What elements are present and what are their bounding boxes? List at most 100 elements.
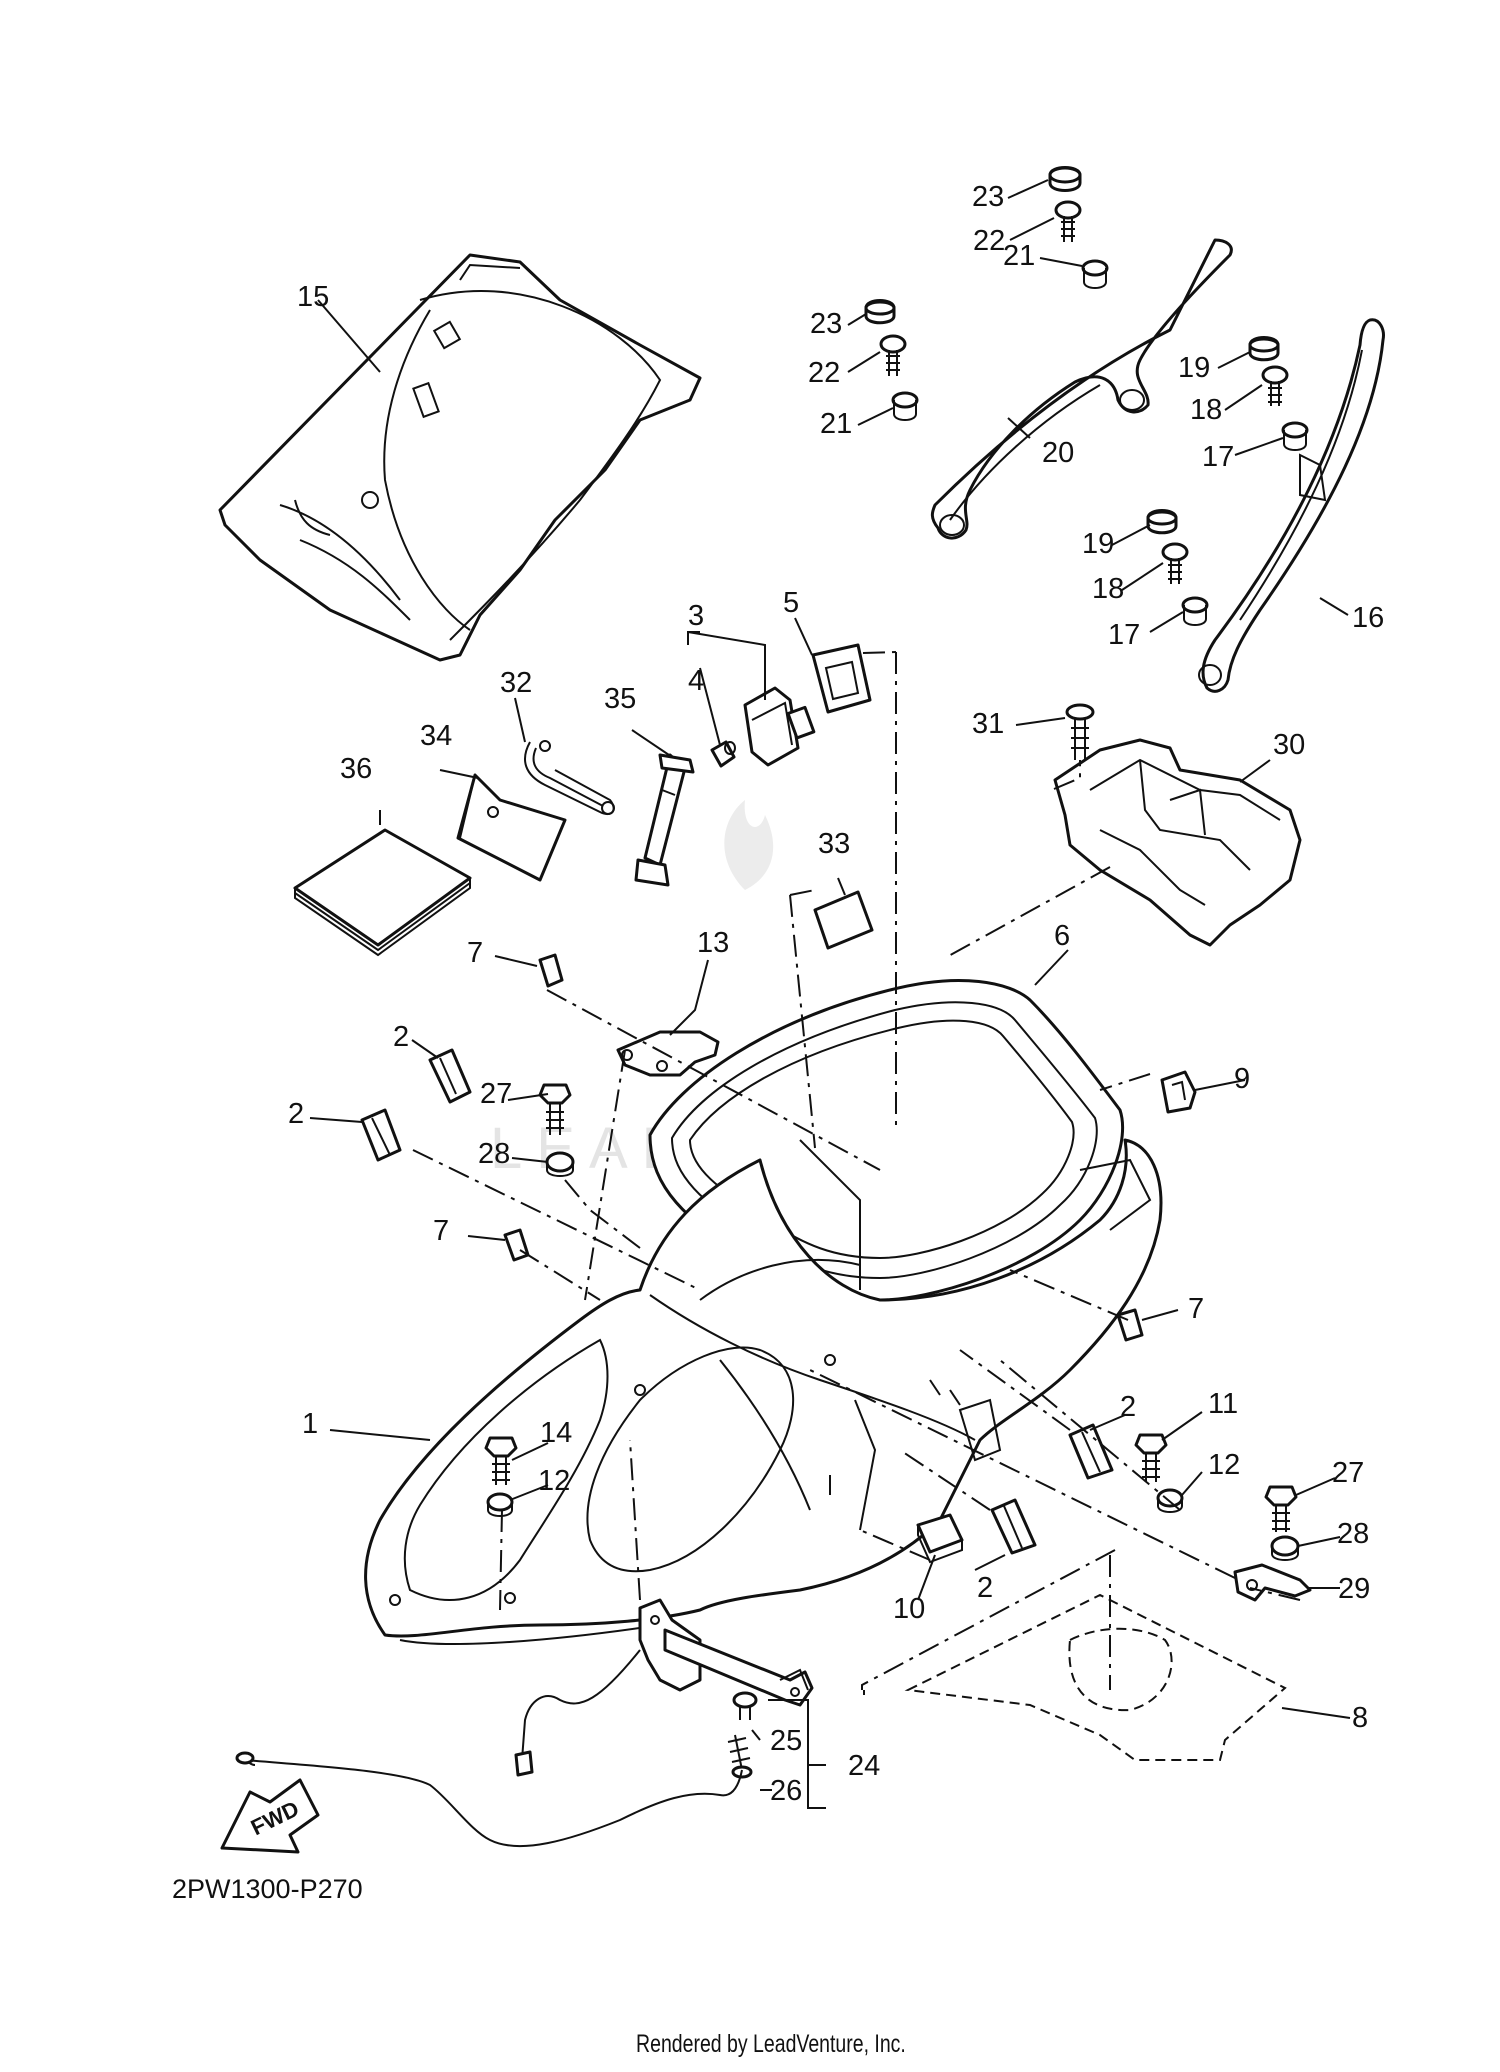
callout-23-lower: 23 — [810, 308, 842, 340]
callout-33: 33 — [818, 828, 850, 860]
callout-17-lower: 17 — [1108, 619, 1140, 651]
callout-7-mid: 7 — [433, 1215, 449, 1247]
part-2-pad-d[interactable] — [990, 1498, 1037, 1555]
part-19-cap-upper[interactable] — [1248, 336, 1280, 362]
part-33-label[interactable] — [813, 890, 874, 950]
callout-32: 32 — [500, 667, 532, 699]
part-15-inner-panel[interactable] — [218, 253, 702, 662]
callout-16: 16 — [1352, 602, 1384, 634]
callout-26: 26 — [770, 1775, 802, 1807]
callout-36: 36 — [340, 753, 372, 785]
part-26-spring-pin[interactable] — [727, 1734, 753, 1779]
callout-11: 11 — [1208, 1388, 1238, 1420]
callout-12-left: 12 — [538, 1465, 570, 1497]
part-7-clip-c[interactable] — [1116, 1308, 1144, 1342]
part-23-cap-upper[interactable] — [1048, 166, 1082, 192]
part-3-switch[interactable] — [743, 686, 816, 767]
part-16-side-rail[interactable] — [1198, 318, 1385, 693]
part-12-washer-left[interactable] — [486, 1492, 514, 1517]
part-27-bolt-right[interactable] — [1264, 1485, 1298, 1532]
part-4-pin[interactable] — [710, 740, 736, 768]
part-36-owners-manual[interactable] — [293, 828, 472, 957]
callout-18-upper: 18 — [1190, 394, 1222, 426]
part-18-screw-upper[interactable] — [1261, 365, 1289, 406]
callout-4: 4 — [688, 665, 704, 697]
part-30-storage-tray[interactable] — [1053, 738, 1302, 947]
part-10-block[interactable] — [916, 1513, 964, 1564]
part-29-bracket[interactable] — [1233, 1563, 1312, 1602]
callout-14: 14 — [540, 1417, 572, 1449]
part-21-collar-upper[interactable] — [1081, 259, 1109, 289]
part-1-hull-body[interactable] — [364, 1138, 1163, 1646]
part-7-clip-a[interactable] — [538, 953, 564, 988]
callout-34: 34 — [420, 720, 452, 752]
callout-8: 8 — [1352, 1702, 1368, 1734]
callout-2-left: 2 — [288, 1098, 304, 1130]
callout-12-right: 12 — [1208, 1449, 1240, 1481]
callout-19-upper: 19 — [1178, 352, 1210, 384]
part-25-bolt[interactable] — [732, 1691, 758, 1720]
rendered-by-credit: Rendered by LeadVenture, Inc. — [636, 2030, 906, 2058]
part-28-washer-right[interactable] — [1270, 1535, 1300, 1561]
part-32-lanyard-cord[interactable] — [524, 740, 615, 816]
callout-22-lower: 22 — [808, 357, 840, 389]
part-2-pad-c[interactable] — [1068, 1423, 1114, 1480]
part-31-bolt[interactable] — [1065, 703, 1095, 760]
callout-6: 6 — [1054, 920, 1070, 952]
latch-cable[interactable] — [235, 1649, 743, 1848]
part-22-screw-upper[interactable] — [1054, 200, 1082, 242]
part-2-pad-a[interactable] — [428, 1048, 472, 1104]
part-11-bolt[interactable] — [1134, 1433, 1168, 1482]
callout-15: 15 — [297, 281, 329, 313]
callout-7-right: 7 — [1188, 1293, 1204, 1325]
part-9-clip[interactable] — [1160, 1070, 1197, 1114]
part-7-clip-b[interactable] — [503, 1228, 530, 1262]
callout-17-upper: 17 — [1202, 441, 1234, 473]
diagram-code: 2PW1300-P270 — [172, 1874, 363, 1904]
assembly-lines — [412, 651, 1301, 1695]
part-17-collar-upper[interactable] — [1281, 421, 1309, 451]
part-35-strap[interactable] — [634, 753, 695, 887]
callout-31: 31 — [972, 708, 1004, 740]
callout-35: 35 — [604, 683, 636, 715]
callout-21-upper: 21 — [1003, 240, 1035, 272]
callout-27-left: 27 — [480, 1078, 512, 1110]
leader-lines — [309, 179, 1351, 1809]
callout-30: 30 — [1273, 729, 1305, 761]
callout-25: 25 — [770, 1725, 802, 1757]
callout-28-right: 28 — [1337, 1518, 1369, 1550]
part-23-cap-lower[interactable] — [864, 299, 896, 325]
part-8-mat[interactable] — [904, 1593, 1287, 1761]
callout-29: 29 — [1338, 1573, 1370, 1605]
callout-2-bottom: 2 — [977, 1572, 993, 1604]
fwd-direction-arrow: FWD — [220, 1778, 320, 1854]
part-19-cap-lower[interactable] — [1146, 509, 1178, 535]
part-18-screw-lower[interactable] — [1161, 542, 1189, 584]
callout-1: 1 — [302, 1408, 318, 1440]
part-13-cover-plate[interactable] — [616, 1030, 720, 1077]
part-20-grab-rail[interactable] — [930, 238, 1233, 540]
part-22-screw-lower[interactable] — [879, 334, 907, 376]
part-14-bolt[interactable] — [484, 1436, 518, 1485]
part-2-pad-b[interactable] — [360, 1108, 402, 1162]
part-12-washer-right[interactable] — [1156, 1488, 1184, 1513]
callout-21-lower: 21 — [820, 408, 852, 440]
callout-2-top: 2 — [393, 1021, 409, 1053]
callout-5: 5 — [783, 587, 799, 619]
callout-2-right: 2 — [1120, 1391, 1136, 1423]
callout-labels: 15 23 22 21 23 22 21 20 19 18 17 19 18 1… — [288, 181, 1384, 1807]
callout-28-left: 28 — [478, 1138, 510, 1170]
callout-13: 13 — [697, 927, 729, 959]
callout-22-upper: 22 — [973, 225, 1005, 257]
part-17-collar-lower[interactable] — [1181, 596, 1209, 626]
callout-10: 10 — [893, 1593, 925, 1625]
callout-9: 9 — [1234, 1063, 1250, 1095]
callout-18-lower: 18 — [1092, 573, 1124, 605]
callout-23-upper: 23 — [972, 181, 1004, 213]
part-21-collar-lower[interactable] — [891, 391, 919, 421]
part-34-card[interactable] — [456, 773, 567, 882]
part-24-latch-assembly[interactable] — [638, 1598, 814, 1707]
part-5-grommet[interactable] — [811, 643, 872, 714]
callout-24: 24 — [848, 1750, 880, 1782]
callout-19-lower: 19 — [1082, 528, 1114, 560]
